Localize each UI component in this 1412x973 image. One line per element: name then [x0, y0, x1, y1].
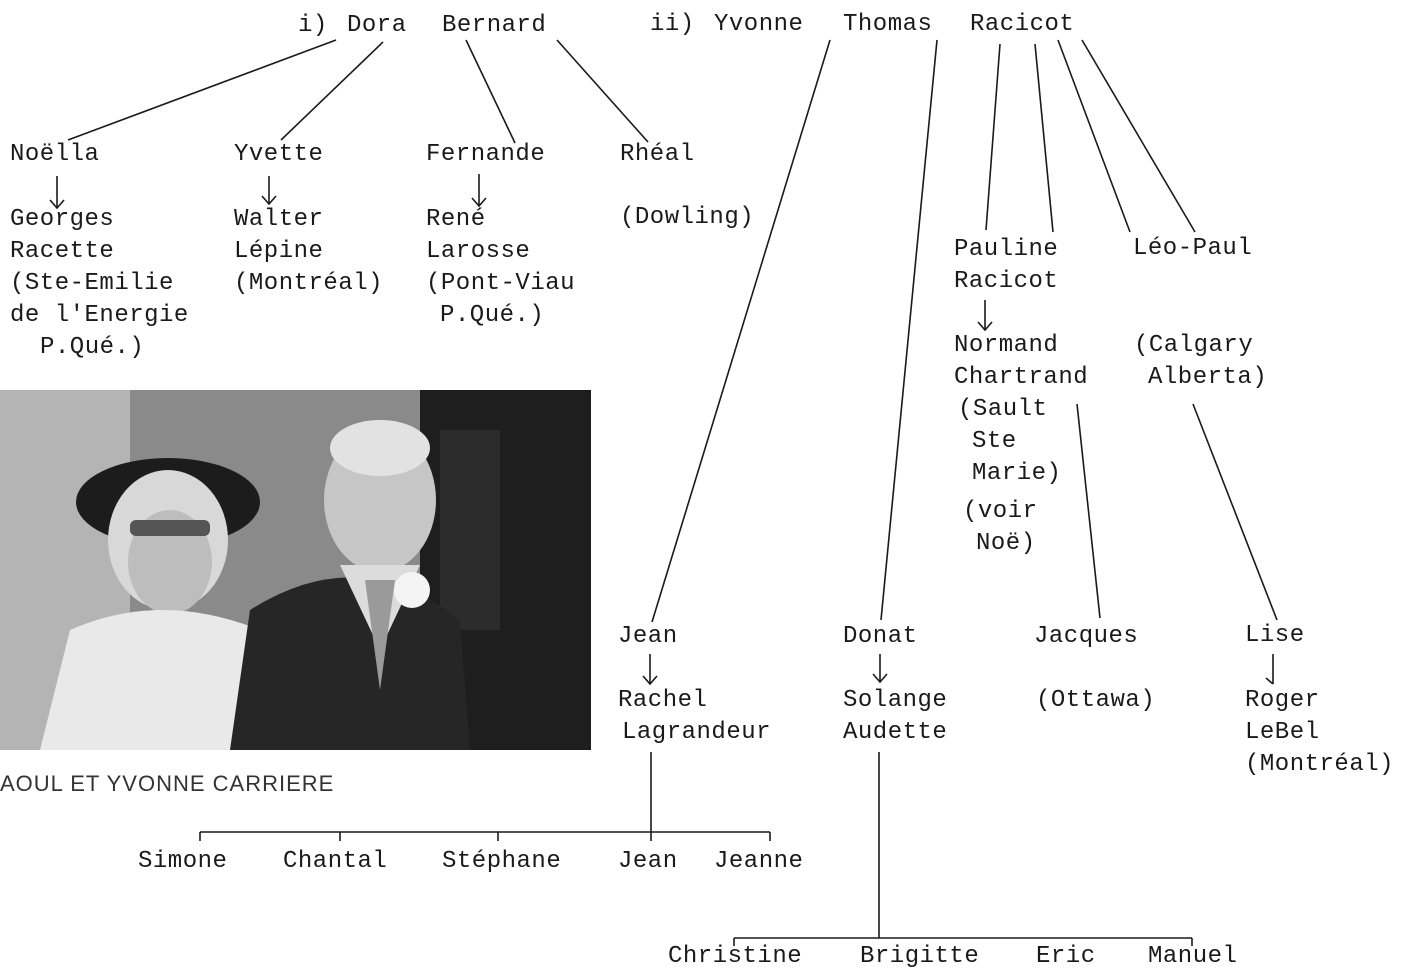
grandchild-manuel: Manuel: [1148, 943, 1238, 970]
leo-paul-place-line-2: Alberta): [1148, 364, 1268, 391]
pauline-spouse-line-3: (Sault: [958, 396, 1048, 423]
jean-spouse-line-1: Rachel: [618, 687, 708, 714]
grandchild-stephane: Stéphane: [442, 848, 562, 875]
jean-spouse-line-2: Lagrandeur: [622, 719, 772, 746]
lise-spouse-line-1: Roger: [1245, 687, 1320, 714]
grandchild-eric: Eric: [1036, 943, 1096, 970]
noella-spouse-line-1: Georges: [10, 206, 115, 233]
grandchild-brigitte: Brigitte: [860, 943, 980, 970]
pauline-line-1: Pauline: [954, 236, 1059, 263]
name-leo-paul: Léo-Paul: [1133, 235, 1253, 262]
grandchild-christine: Christine: [668, 943, 803, 970]
donat-spouse-line-2: Audette: [843, 719, 948, 746]
couple-photo: [0, 390, 591, 750]
noella-spouse-line-3: (Ste-Emilie: [10, 270, 174, 297]
marker-ii: ii): [650, 11, 695, 38]
name-thomas: Thomas: [843, 11, 933, 38]
noella-spouse-line-2: Racette: [10, 238, 115, 265]
pauline-spouse-line-6: (voir: [963, 498, 1038, 525]
grandchild-jean: Jean: [618, 848, 678, 875]
yvette-spouse-line-3: (Montréal): [234, 270, 384, 297]
lise-spouse-line-3: (Montréal): [1245, 751, 1395, 778]
pauline-spouse-line-4: Ste: [972, 428, 1017, 455]
name-fernande: Fernande: [426, 141, 546, 168]
grandchild-jeanne: Jeanne: [714, 848, 804, 875]
photo-caption: AOUL ET YVONNE CARRIERE: [0, 771, 335, 796]
fernande-spouse-line-3: (Pont-Viau: [426, 270, 576, 297]
name-yvonne: Yvonne: [714, 11, 804, 38]
lise-spouse-line-2: LeBel: [1245, 719, 1320, 746]
grandchild-chantal: Chantal: [283, 848, 388, 875]
yvette-spouse-line-1: Walter: [234, 206, 324, 233]
name-bernard: Bernard: [442, 12, 547, 39]
name-donat: Donat: [843, 623, 918, 650]
noella-spouse-line-5: P.Qué.): [40, 334, 145, 361]
name-yvette: Yvette: [234, 141, 324, 168]
pauline-spouse-line-7: Noë): [976, 530, 1036, 557]
noella-spouse-line-4: de l'Energie: [10, 302, 189, 329]
name-jacques: Jacques: [1034, 623, 1139, 650]
leo-paul-place-line-1: (Calgary: [1134, 332, 1254, 359]
rheal-place: (Dowling): [620, 204, 755, 231]
donat-spouse-line-1: Solange: [843, 687, 948, 714]
jacques-place: (Ottawa): [1036, 687, 1156, 714]
marker-i: i): [298, 12, 328, 39]
pauline-line-2: Racicot: [954, 268, 1059, 295]
fernande-spouse-line-4: P.Qué.): [440, 302, 545, 329]
name-dora: Dora: [347, 12, 407, 39]
name-rheal: Rhéal: [620, 141, 695, 168]
name-lise: Lise: [1245, 622, 1305, 649]
fernande-spouse-line-1: René: [426, 206, 486, 233]
pauline-spouse-line-5: Marie): [972, 460, 1062, 487]
grandchild-simone: Simone: [138, 848, 228, 875]
name-noella: Noëlla: [10, 141, 100, 168]
pauline-spouse-line-2: Chartrand: [954, 364, 1089, 391]
fernande-spouse-line-2: Larosse: [426, 238, 531, 265]
name-racicot: Racicot: [970, 11, 1075, 38]
name-jean: Jean: [618, 623, 678, 650]
couple-photo-illustration: [0, 390, 591, 750]
pauline-spouse-line-1: Normand: [954, 332, 1059, 359]
yvette-spouse-line-2: Lépine: [234, 238, 324, 265]
